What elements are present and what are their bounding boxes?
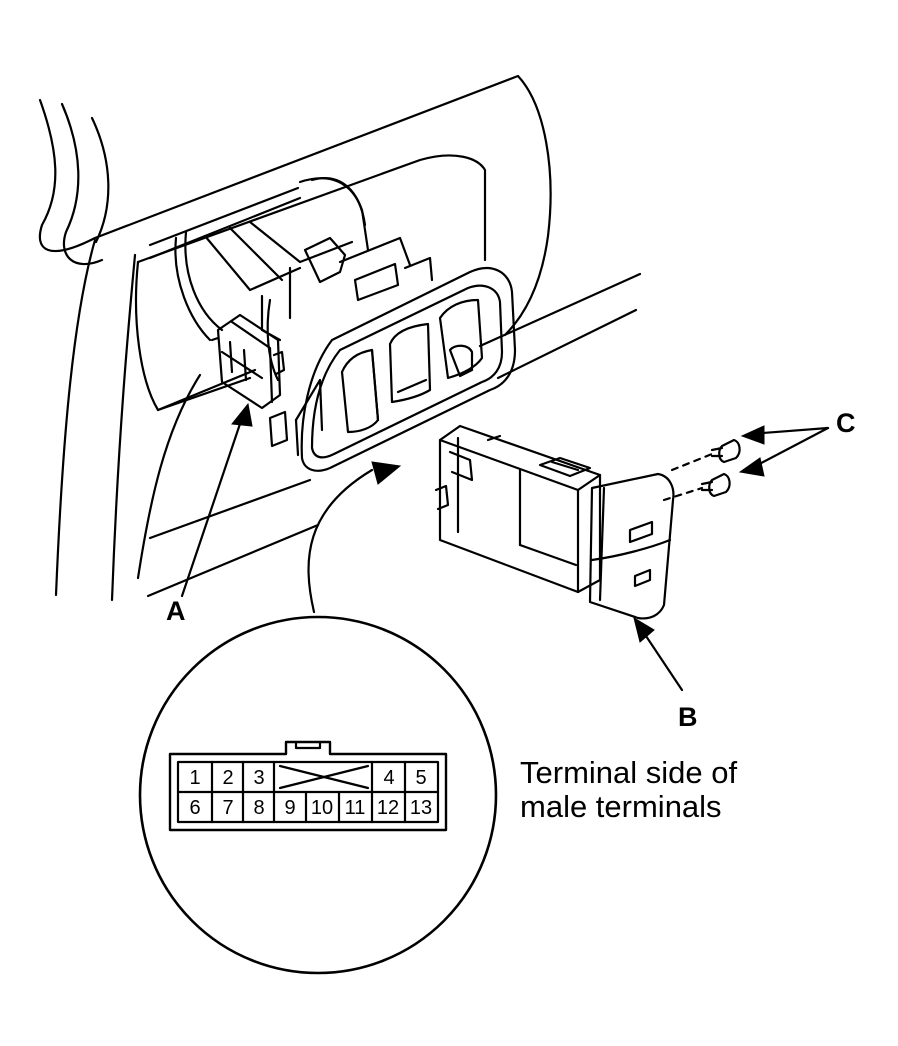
callout-c: C [836,408,856,438]
connector-face [168,740,448,832]
pin-12-label: 12 [377,797,399,819]
pin-3-label: 3 [253,767,264,789]
switch-b [434,424,675,620]
pin-2-label: 2 [222,767,233,789]
pin-7-label: 7 [222,797,233,819]
callout-a: A [166,596,186,626]
arrowhead-a [231,402,253,427]
caption-line-1: Terminal side of [520,755,738,790]
dash-opening [134,154,487,412]
screw-alignment-lines [662,452,714,502]
pin-11-label: 11 [345,797,366,819]
connector-caption: Terminal side of male terminals [520,756,880,824]
dashboard-panel [38,74,642,602]
arrowheads [231,402,765,643]
pin-1-label: 1 [189,767,200,789]
callout-b: B [678,702,698,732]
screw-c-lower [700,472,731,498]
pin-13-label: 13 [410,797,432,819]
pin-8-label: 8 [253,797,264,819]
leader-lines [180,410,830,692]
pin-10-label: 10 [311,797,333,819]
caption-line-2: male terminals [520,789,722,824]
connector-a [210,313,286,410]
pin-4-label: 4 [383,767,394,789]
pin-5-label: 5 [415,767,426,789]
pin-9-label: 9 [284,797,295,819]
pin-6-label: 6 [189,797,200,819]
arrowhead-c-upper [740,425,765,445]
connector-detail-circle [138,615,498,975]
arrowhead-b [633,616,655,643]
screw-c-upper [710,438,741,464]
switch-bezel [268,267,517,472]
arrowhead-c-lower [738,457,765,477]
arrowhead-detail [371,461,402,485]
